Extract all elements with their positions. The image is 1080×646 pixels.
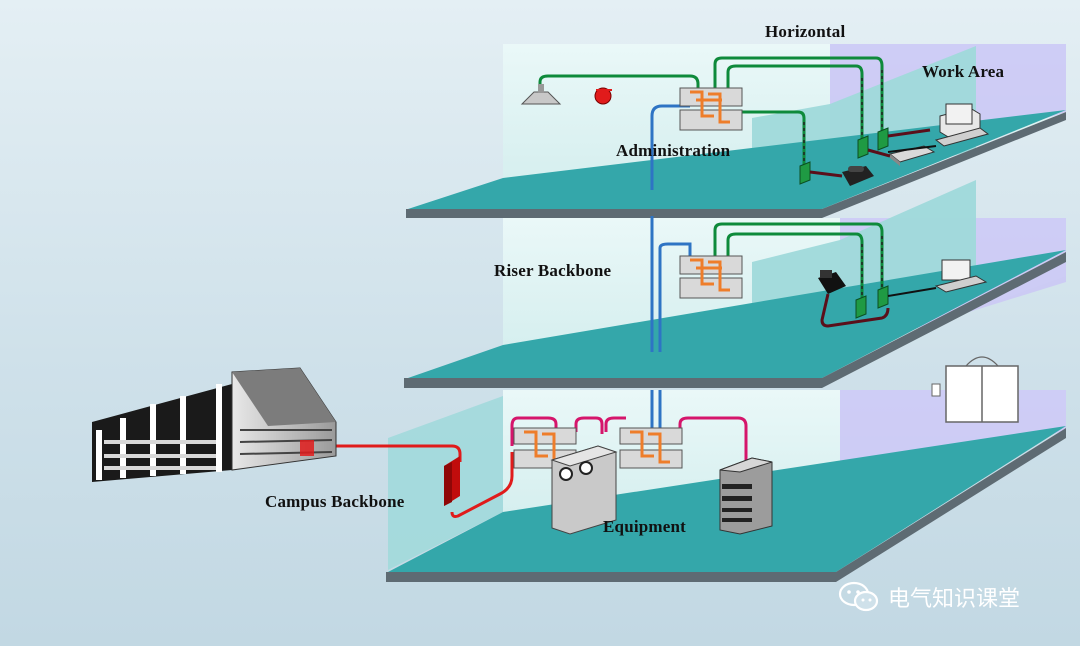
pbx-cabinet-icon [550,445,618,535]
printer-icon [887,145,937,166]
workstation-pc-floor3-icon [934,103,990,147]
speaker-icon [520,84,562,105]
patch-panel-equipment-right [619,427,683,469]
campus-building-icon [92,367,337,482]
fax-icon [818,270,846,294]
telephone-icon [842,166,874,186]
label-equipment: Equipment [603,517,687,536]
server-icon [719,457,773,535]
label-horizontal: Horizontal [765,22,846,41]
campus-backbone-cable [312,444,514,518]
dotted-drops-floor3 [803,70,883,170]
floor1-slab-edge [386,428,1066,582]
alarm-bell-icon [594,87,612,105]
floor3-slab-edge [406,112,1066,218]
label-riser-backbone: Riser Backbone [494,261,612,280]
label-administration: Administration [616,141,731,160]
label-work-area: Work Area [922,62,1005,81]
horizontal-cable-floor3 [538,56,884,166]
workarea-cords-floor2 [820,287,937,328]
outlet-icons [799,127,889,319]
workarea-cords-floor3 [809,128,931,178]
patch-panel-floor2 [679,255,743,299]
entrance-panel-icon [444,456,460,506]
horizontal-cable-floor2 [713,222,884,300]
equipment-cable [510,416,748,462]
label-campus-backbone: Campus Backbone [265,492,405,511]
watermark-text: 电气知识课堂 [888,587,1021,612]
patch-panel-floor3 [679,87,743,131]
floor2-slab [408,250,1066,378]
workstation-pc-floor2-icon [934,259,988,293]
dotted-drops-floor2 [861,236,883,304]
wechat-icon [838,581,879,612]
watermark: 电气知识课堂 [838,580,1020,614]
elevator-icon [931,356,1019,423]
